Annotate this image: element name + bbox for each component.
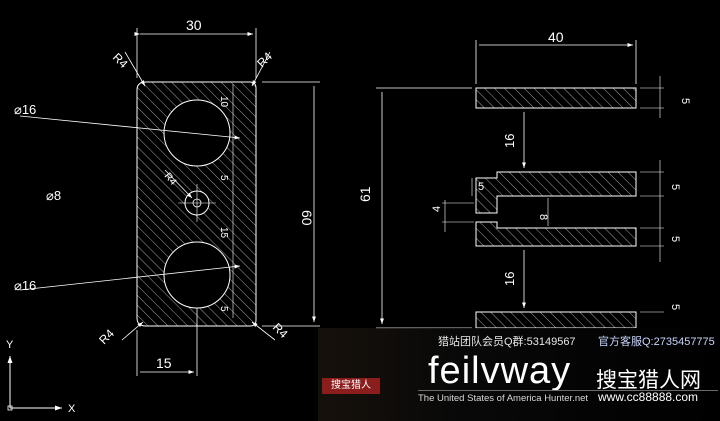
dim-right-middle-thk1: 5 bbox=[669, 184, 681, 190]
dim-right-step-height: 4 bbox=[431, 206, 443, 212]
dim-right-bottom-thk: 5 bbox=[669, 304, 681, 310]
dim-right-step-left: 5 bbox=[478, 181, 484, 193]
watermark-cn-brand: 搜宝猎人网 bbox=[596, 369, 701, 392]
top-hole bbox=[163, 99, 231, 167]
bottom-hole bbox=[163, 241, 231, 309]
ucs-icon: X Y bbox=[6, 339, 76, 415]
watermark-brand: feilvway bbox=[428, 350, 572, 392]
radius-top-right: R4 bbox=[254, 49, 275, 70]
right-bottom-plate bbox=[475, 311, 637, 329]
dim-inner-mid2: 15 bbox=[218, 227, 229, 239]
watermark-badge: 搜宝猎人 bbox=[322, 378, 380, 394]
watermark-support-text: 官方客服Q:2735457775 bbox=[598, 336, 715, 348]
dim-right-slot: 8 bbox=[537, 214, 549, 220]
watermark-subtext: The United States of America Hunter.net bbox=[418, 393, 589, 404]
dim-right-top-thk: 5 bbox=[679, 98, 691, 104]
dim-left-top-width: 30 bbox=[186, 17, 202, 33]
dim-inner-top: 10 bbox=[218, 96, 229, 108]
dim-right-top-width: 40 bbox=[548, 29, 564, 45]
right-middle-lower bbox=[475, 221, 637, 247]
ucs-x-label: X bbox=[68, 403, 76, 415]
dia-small-hole: ⌀8 bbox=[46, 188, 61, 203]
watermark-group-text: 猎站团队会员Q群:53149567 bbox=[438, 336, 576, 348]
dim-right-middle-thk2: 5 bbox=[669, 236, 681, 242]
radius-bottom-left: R4 bbox=[96, 326, 117, 347]
right-top-plate bbox=[475, 87, 637, 109]
watermark-top-line: 猎站团队会员Q群:53149567 官方客服Q:2735457775 bbox=[438, 333, 720, 349]
radius-top-left: R4 bbox=[110, 50, 131, 71]
dia-top-hole: ⌀16 bbox=[14, 102, 36, 117]
watermark-divider bbox=[418, 390, 718, 391]
watermark-banner bbox=[318, 328, 720, 421]
dim-left-bottom-offset: 15 bbox=[156, 355, 172, 371]
ucs-y-label: Y bbox=[6, 339, 14, 351]
right-part-view: 40 61 5 5 5 5 16 16 5 4 8 bbox=[357, 29, 691, 329]
dia-bottom-hole: ⌀16 bbox=[14, 278, 36, 293]
dim-inner-bottom: 5 bbox=[218, 306, 229, 312]
right-middle-upper bbox=[475, 171, 637, 214]
dim-right-gap-upper: 16 bbox=[502, 134, 517, 148]
dim-inner-mid1: 5 bbox=[218, 175, 229, 181]
dim-right-height: 61 bbox=[357, 186, 373, 202]
dim-right-gap-lower: 16 bbox=[502, 272, 517, 286]
dim-left-height: 60 bbox=[299, 210, 315, 226]
left-part-view: 30 60 15 R4 R4 R4 R4 ⌀16 ⌀8 ⌀16 R4 10 5 … bbox=[14, 17, 320, 376]
watermark-url: www.cc88888.com bbox=[598, 390, 699, 404]
